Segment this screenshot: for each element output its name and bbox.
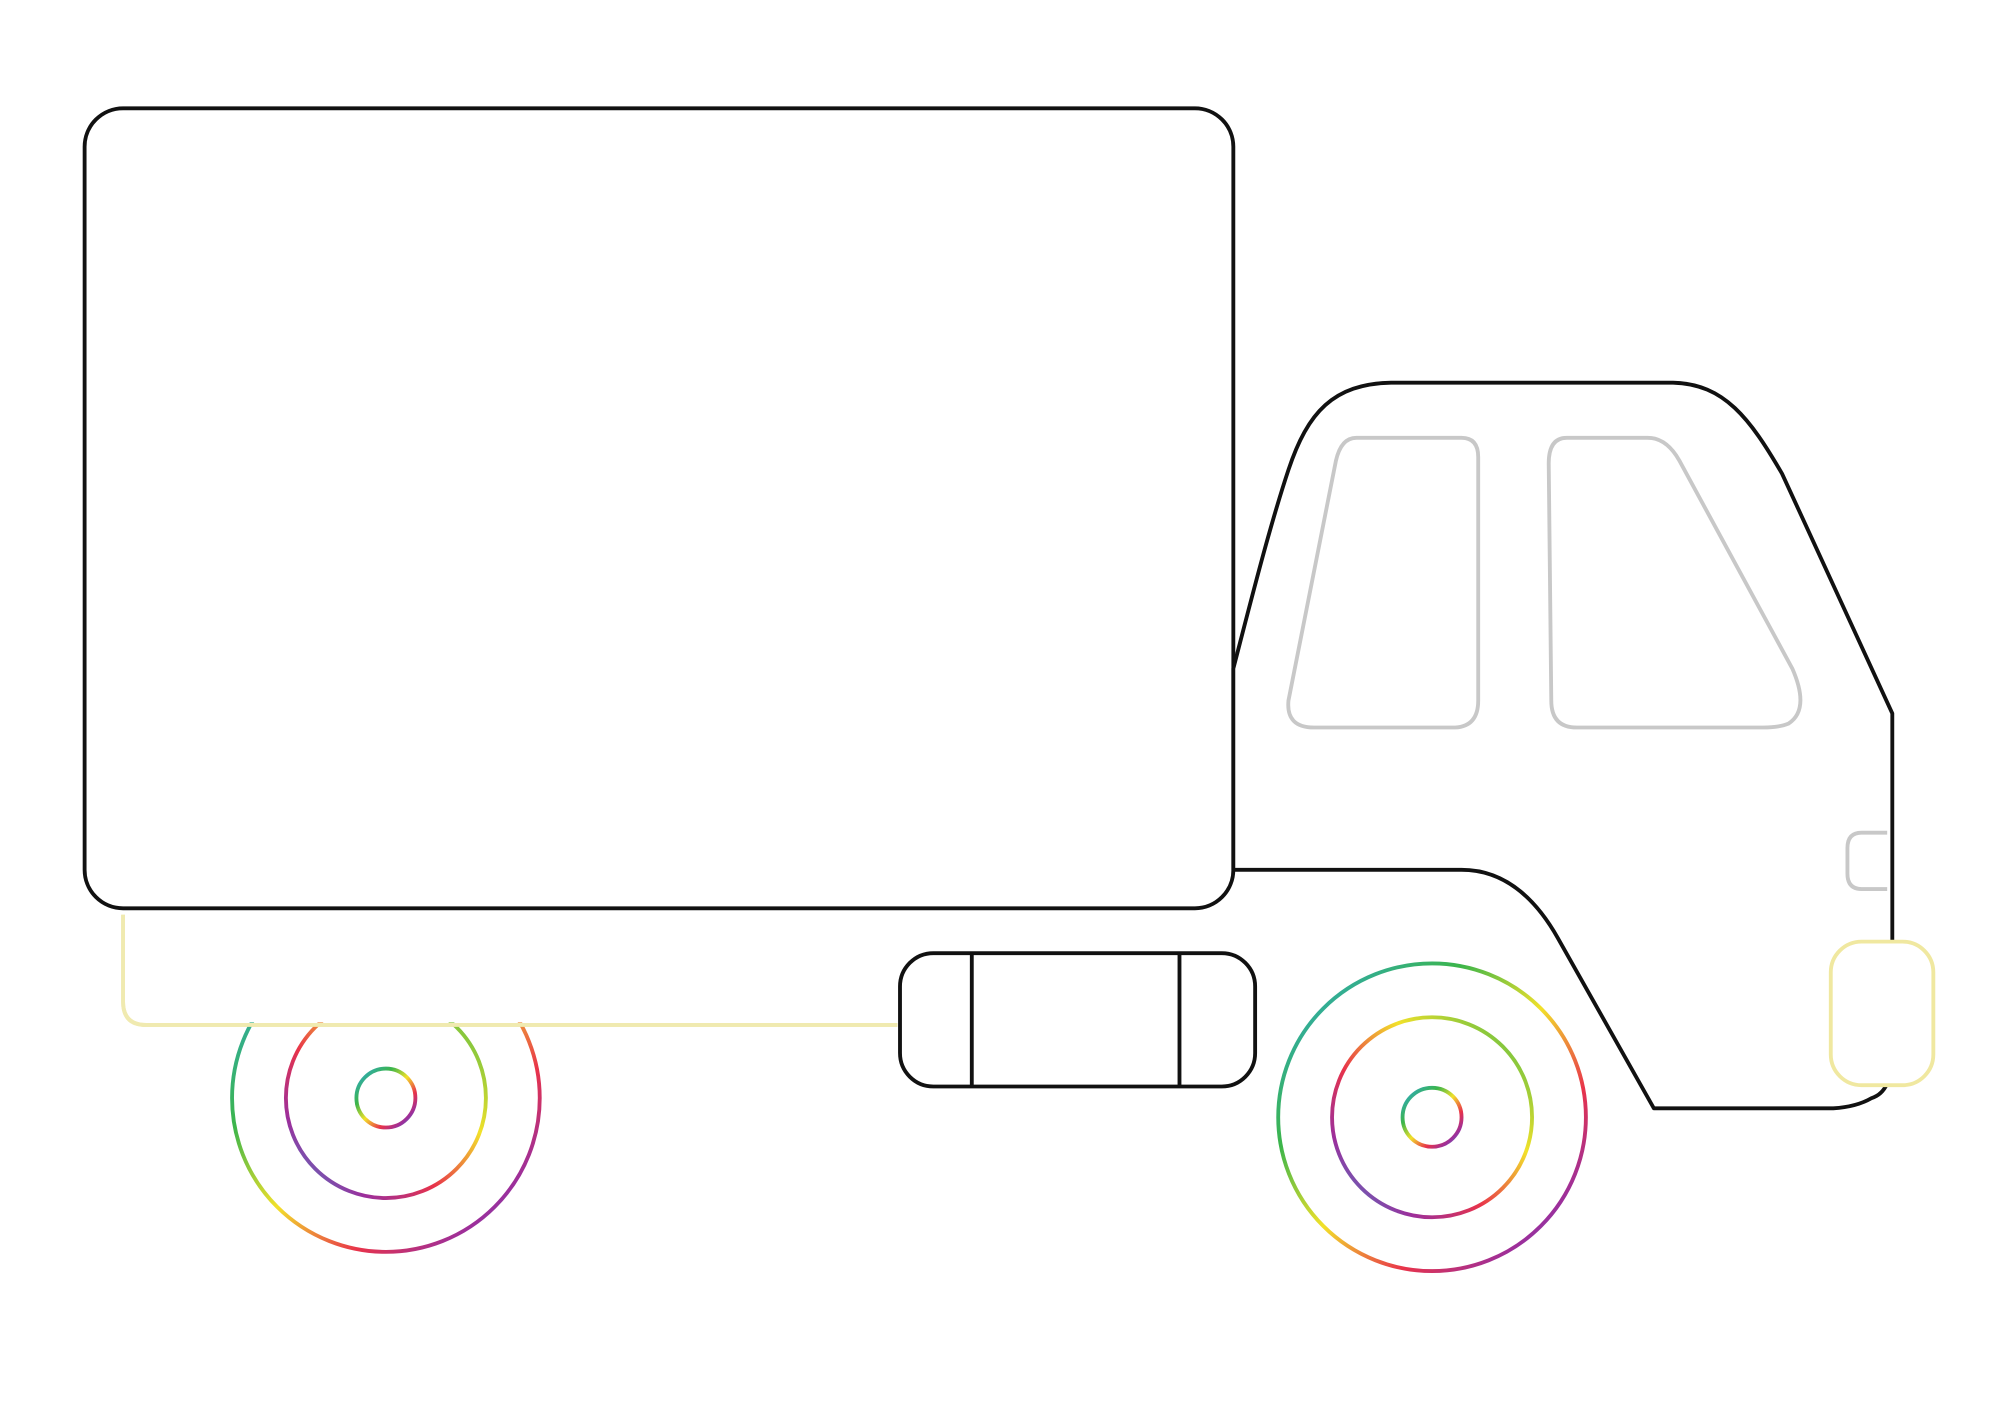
cab (1231, 380, 1895, 1111)
front-wheel-tire (1276, 961, 1588, 1274)
front-wheel-hub (1400, 1085, 1464, 1149)
side-window (1286, 435, 1481, 730)
chassis-rail-overlay (121, 914, 898, 1027)
rear-wheel-hub (354, 1066, 418, 1130)
headlight (1828, 939, 1936, 1088)
front-window (1546, 435, 1803, 730)
front-wheel (1276, 961, 1588, 1274)
door-handle (1845, 830, 1888, 891)
fuel-tank-body (898, 951, 1258, 1089)
front-wheel-rim (1330, 1015, 1534, 1220)
wheel-mask (217, 899, 565, 1023)
fuel-tank (898, 951, 1258, 1089)
cargo-box (82, 106, 1236, 911)
